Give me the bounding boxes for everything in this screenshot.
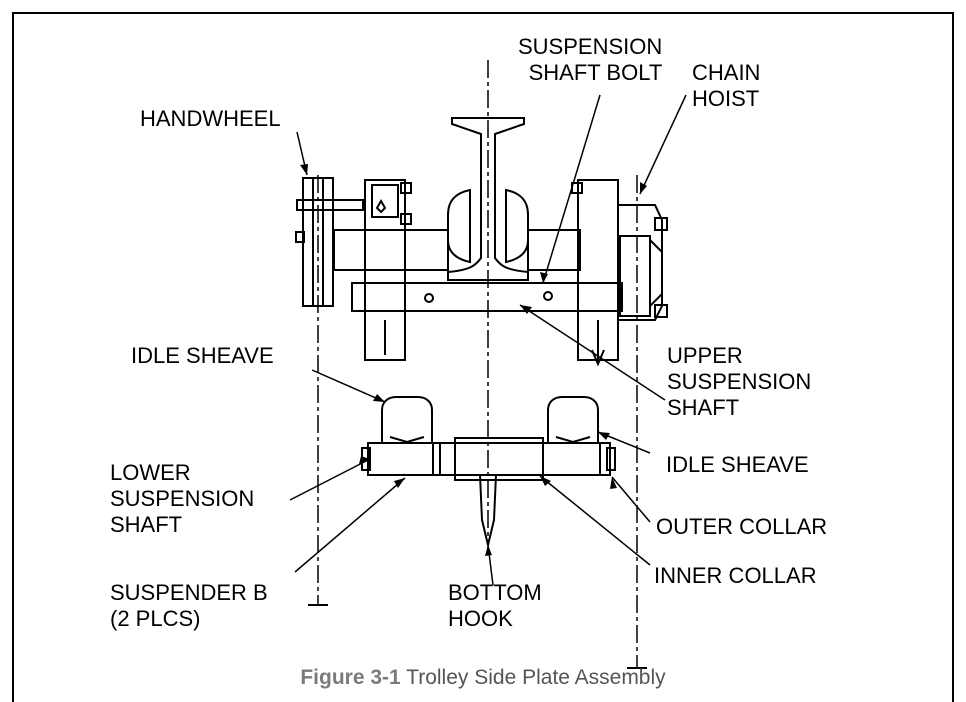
- label-idle-sheave-left: IDLE SHEAVE: [131, 343, 274, 368]
- centerlines: [317, 60, 638, 668]
- trolley-wheel-right: [505, 188, 529, 264]
- label-chain-hoist: CHAIN HOIST: [692, 60, 761, 111]
- label-idle-sheave-right: IDLE SHEAVE: [666, 452, 809, 477]
- label-outer-collar: OUTER COLLAR: [656, 514, 828, 539]
- label-bottom-hook: BOTTOM HOOK: [448, 580, 542, 631]
- idle-sheave-lower-right: [547, 396, 599, 442]
- label-handwheel: HANDWHEEL: [140, 106, 281, 131]
- label-suspender-b: SUSPENDER B (2 PLCS): [110, 580, 268, 631]
- label-upper-suspension-shaft: UPPER SUSPENSION SHAFT: [667, 343, 812, 420]
- label-lower-suspension-shaft: LOWER SUSPENSION SHAFT: [110, 460, 255, 537]
- leader-lines: [289, 94, 687, 586]
- upper-suspension-shaft: [351, 282, 623, 312]
- trolley-wheel-left: [447, 188, 471, 264]
- suspension-shaft-bolt: [424, 293, 434, 303]
- lower-suspension-shaft: [367, 442, 611, 476]
- i-beam: [447, 117, 529, 281]
- label-inner-collar: INNER COLLAR: [654, 563, 817, 588]
- figure-number: Figure 3-1: [300, 666, 401, 689]
- diagram-border: [12, 12, 954, 702]
- figure-caption: Figure 3-1 Trolley Side Plate Assembly: [0, 666, 966, 690]
- side-plate-left: [364, 179, 406, 361]
- figure-title: Trolley Side Plate Assembly: [406, 666, 666, 689]
- idle-sheave-lower-left: [381, 396, 433, 442]
- label-suspension-shaft-bolt: SUSPENSION SHAFT BOLT: [518, 34, 663, 85]
